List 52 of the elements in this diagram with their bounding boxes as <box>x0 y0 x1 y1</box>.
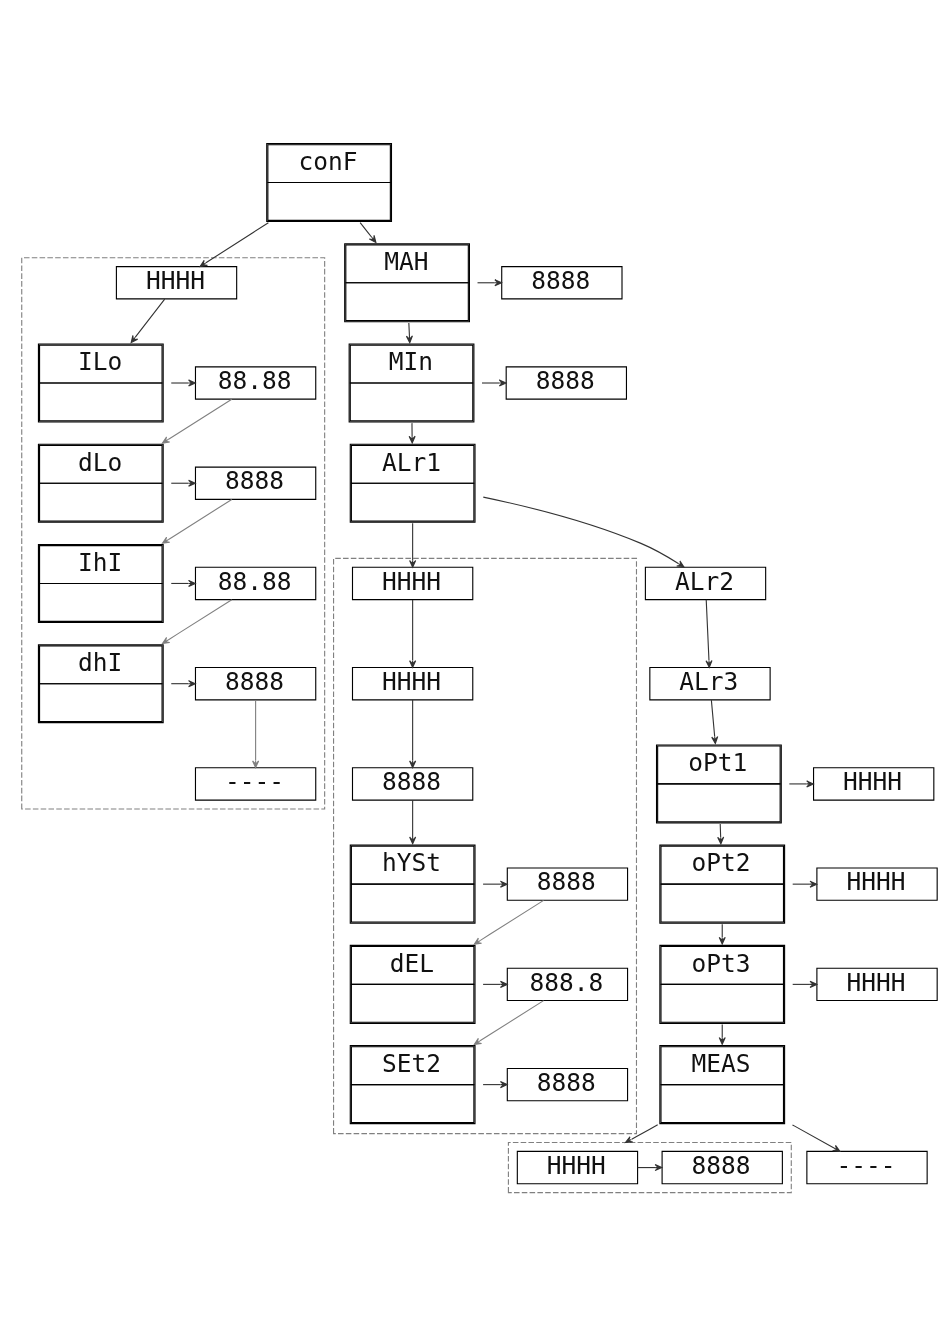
node-box: 8888 <box>501 266 623 300</box>
arrow <box>409 699 417 769</box>
arrow <box>409 599 417 668</box>
node-box: 88.88 <box>194 366 317 400</box>
arrow <box>405 322 413 344</box>
node-box: 8888 <box>661 1150 783 1185</box>
arrow <box>409 522 417 568</box>
arrow <box>359 222 377 243</box>
node-box: 88.88 <box>194 566 317 601</box>
arrow <box>408 422 416 444</box>
node-box: HHHH <box>516 1150 639 1185</box>
node-box: ALr2 <box>644 566 767 601</box>
arrow <box>624 1124 659 1144</box>
node-box: HHHH <box>351 667 474 701</box>
arrow <box>718 1023 726 1045</box>
arrow <box>718 923 726 945</box>
arrow <box>481 379 507 387</box>
node-box: ALr3 <box>649 667 771 701</box>
node-box: HHHH <box>813 767 935 801</box>
node-box: 8888 <box>505 366 627 400</box>
arrow <box>717 823 725 845</box>
arrow <box>252 699 260 769</box>
arrow <box>170 479 196 487</box>
arrow <box>473 899 545 945</box>
arrow <box>161 599 233 645</box>
node-box: HHHH <box>351 566 474 601</box>
node-box: 8888 <box>506 1067 629 1102</box>
node-box: HHHH <box>115 266 238 300</box>
node-box: 888.8 <box>506 967 629 1002</box>
arrow <box>791 1124 841 1152</box>
arrow <box>170 379 196 387</box>
arrow <box>710 699 719 745</box>
arrow <box>170 680 196 688</box>
node-box: 8888 <box>351 767 474 801</box>
node-box: 8888 <box>194 667 317 701</box>
arrow <box>170 579 196 588</box>
node-box: ---- <box>194 767 317 801</box>
node-box: 8888 <box>506 867 629 901</box>
arrow <box>788 780 814 788</box>
arrow <box>130 298 166 344</box>
arrow <box>199 222 269 268</box>
arrow <box>161 498 233 544</box>
arrow <box>473 1000 545 1045</box>
node-box: 8888 <box>194 466 317 500</box>
arrow <box>482 496 685 568</box>
arrow <box>409 799 417 845</box>
node-box: HHHH <box>816 867 938 901</box>
node-box: ---- <box>806 1150 928 1185</box>
arrow <box>705 599 713 668</box>
cluster <box>507 1141 792 1194</box>
node-box: HHHH <box>816 967 938 1002</box>
arrow <box>161 398 233 444</box>
